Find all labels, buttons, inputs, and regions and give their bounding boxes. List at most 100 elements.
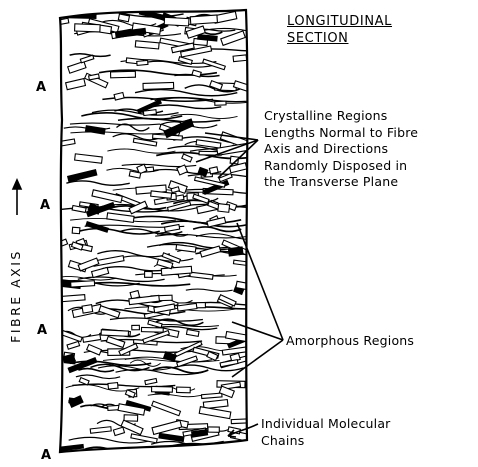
crystallite <box>107 213 134 223</box>
section-title-line1: LONGITUDINAL <box>287 13 392 30</box>
region-marker-a1: A <box>36 80 46 95</box>
crystallite <box>218 204 230 213</box>
crystallite <box>75 24 101 32</box>
crystalline-line1: Crystalline Regions <box>264 108 418 125</box>
crystallite <box>145 271 153 277</box>
crystallite <box>145 379 157 385</box>
crystalline-label: Crystalline Regions Lengths Normal to Fi… <box>264 108 418 191</box>
crystallite <box>182 154 192 162</box>
fibre-axis-label: FIBRE AXIS <box>8 236 23 356</box>
molecular-chain <box>168 450 240 455</box>
crystallite <box>151 191 172 198</box>
crystallite <box>114 93 124 101</box>
crystallite <box>83 335 101 343</box>
molecular-chain <box>102 267 171 271</box>
crystallite <box>192 70 201 77</box>
crystallite <box>190 15 217 24</box>
crystallite <box>220 360 238 367</box>
crystallite <box>85 126 105 134</box>
crystallite <box>159 433 184 441</box>
crystallite <box>124 415 138 421</box>
crystallite <box>137 60 148 65</box>
crystallite <box>64 359 75 364</box>
fibre-body <box>51 10 304 458</box>
molecular-chain <box>70 132 169 134</box>
crystallite <box>106 336 124 347</box>
crystallite <box>79 378 89 385</box>
crystallite <box>135 41 159 49</box>
crystallite <box>72 227 80 233</box>
crystallite <box>203 59 226 70</box>
crystallite <box>228 247 243 256</box>
section-title-line2: SECTION <box>287 30 392 47</box>
crystallite <box>67 341 80 349</box>
crystallite <box>113 427 124 435</box>
crystalline-line3: Axis and Directions <box>264 141 418 158</box>
crystallite <box>152 420 182 434</box>
molecular-chain <box>148 394 202 397</box>
crystallite <box>56 139 75 147</box>
chains-label: Individual Molecular Chains <box>261 416 391 449</box>
crystalline-line4: Randomly Disposed in <box>264 158 418 175</box>
crystallite <box>55 328 82 341</box>
crystallite <box>201 393 222 398</box>
molecular-chain <box>165 455 222 458</box>
crystallite <box>209 167 218 174</box>
molecular-chain <box>78 369 114 372</box>
crystalline-line5: the Transverse Plane <box>264 174 418 191</box>
region-marker-a4: A <box>41 448 51 463</box>
chains-line2: Chains <box>261 433 391 450</box>
crystallite <box>143 110 156 116</box>
crystallite <box>87 344 102 355</box>
crystallite <box>152 401 181 415</box>
crystallite <box>165 225 180 232</box>
crystallite <box>233 55 247 62</box>
crystallite <box>108 383 118 389</box>
crystallite <box>143 82 174 89</box>
amorphous-pointers <box>232 223 283 377</box>
molecular-chain <box>151 105 221 109</box>
amorphous-label: Amorphous Regions <box>286 333 414 350</box>
crystallite <box>186 329 199 336</box>
crystallite <box>99 306 120 318</box>
crystallite <box>57 18 69 25</box>
crystallite <box>132 325 140 330</box>
crystallite <box>90 427 111 434</box>
crystallite <box>57 239 67 247</box>
crystallite <box>66 79 86 90</box>
region-marker-a2: A <box>40 198 50 213</box>
molecular-chain <box>66 181 129 185</box>
crystallite <box>193 194 209 203</box>
molecular-chain <box>70 123 160 125</box>
section-title: LONGITUDINAL SECTION <box>287 13 392 47</box>
crystallite <box>141 327 163 332</box>
crystallite <box>210 81 223 90</box>
crystallite <box>68 170 97 182</box>
crystallite <box>101 330 128 337</box>
molecular-chain <box>193 227 241 232</box>
crystallite <box>92 190 122 203</box>
molecular-chain <box>168 447 268 451</box>
molecular-chain <box>184 451 288 454</box>
crystallite <box>68 61 86 73</box>
crystalline-line2: Lengths Normal to Fibre <box>264 125 418 142</box>
crystallite <box>215 101 226 105</box>
crystallite <box>80 55 94 63</box>
crystallite <box>177 387 191 393</box>
molecular-chain <box>186 289 233 291</box>
crystallite <box>71 281 95 287</box>
chains-line1: Individual Molecular <box>261 416 391 433</box>
region-marker-a3: A <box>37 323 47 338</box>
crystallite <box>164 17 189 26</box>
crystallite <box>69 396 83 407</box>
crystallite <box>78 258 99 271</box>
crystallite <box>208 427 219 432</box>
crystallite <box>148 320 162 328</box>
fibre-axis-arrow <box>13 180 21 215</box>
crystallite <box>62 295 86 302</box>
crystallite <box>221 31 246 45</box>
molecular-chain <box>110 318 203 321</box>
crystallite <box>118 14 129 22</box>
